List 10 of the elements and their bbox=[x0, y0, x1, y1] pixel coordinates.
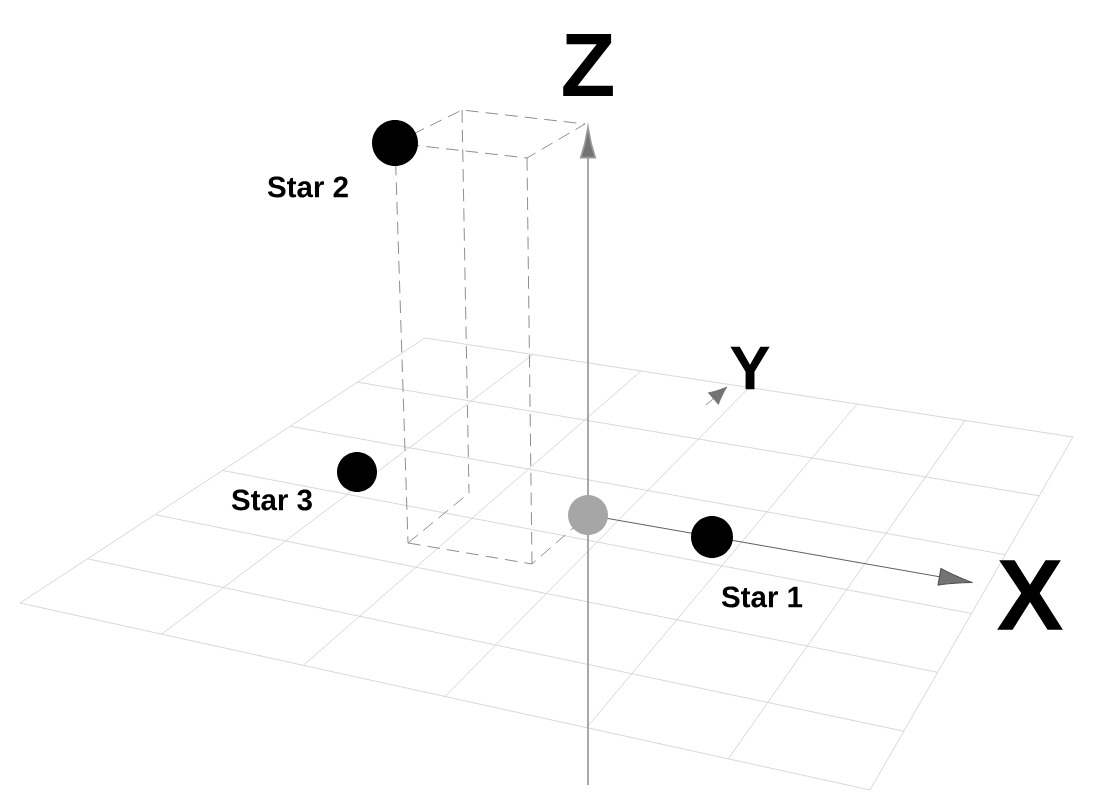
star-dot bbox=[337, 452, 377, 492]
origin-dot bbox=[568, 495, 608, 535]
star-dot bbox=[372, 120, 418, 166]
star-dot bbox=[691, 516, 733, 558]
axis-label: X bbox=[997, 560, 1063, 630]
axis-label: Z bbox=[563, 34, 613, 96]
star-label: Star 1 bbox=[721, 586, 803, 608]
axis-label: Y bbox=[730, 346, 770, 390]
star-label: Star 2 bbox=[267, 176, 348, 198]
star-label: Star 3 bbox=[231, 489, 312, 511]
